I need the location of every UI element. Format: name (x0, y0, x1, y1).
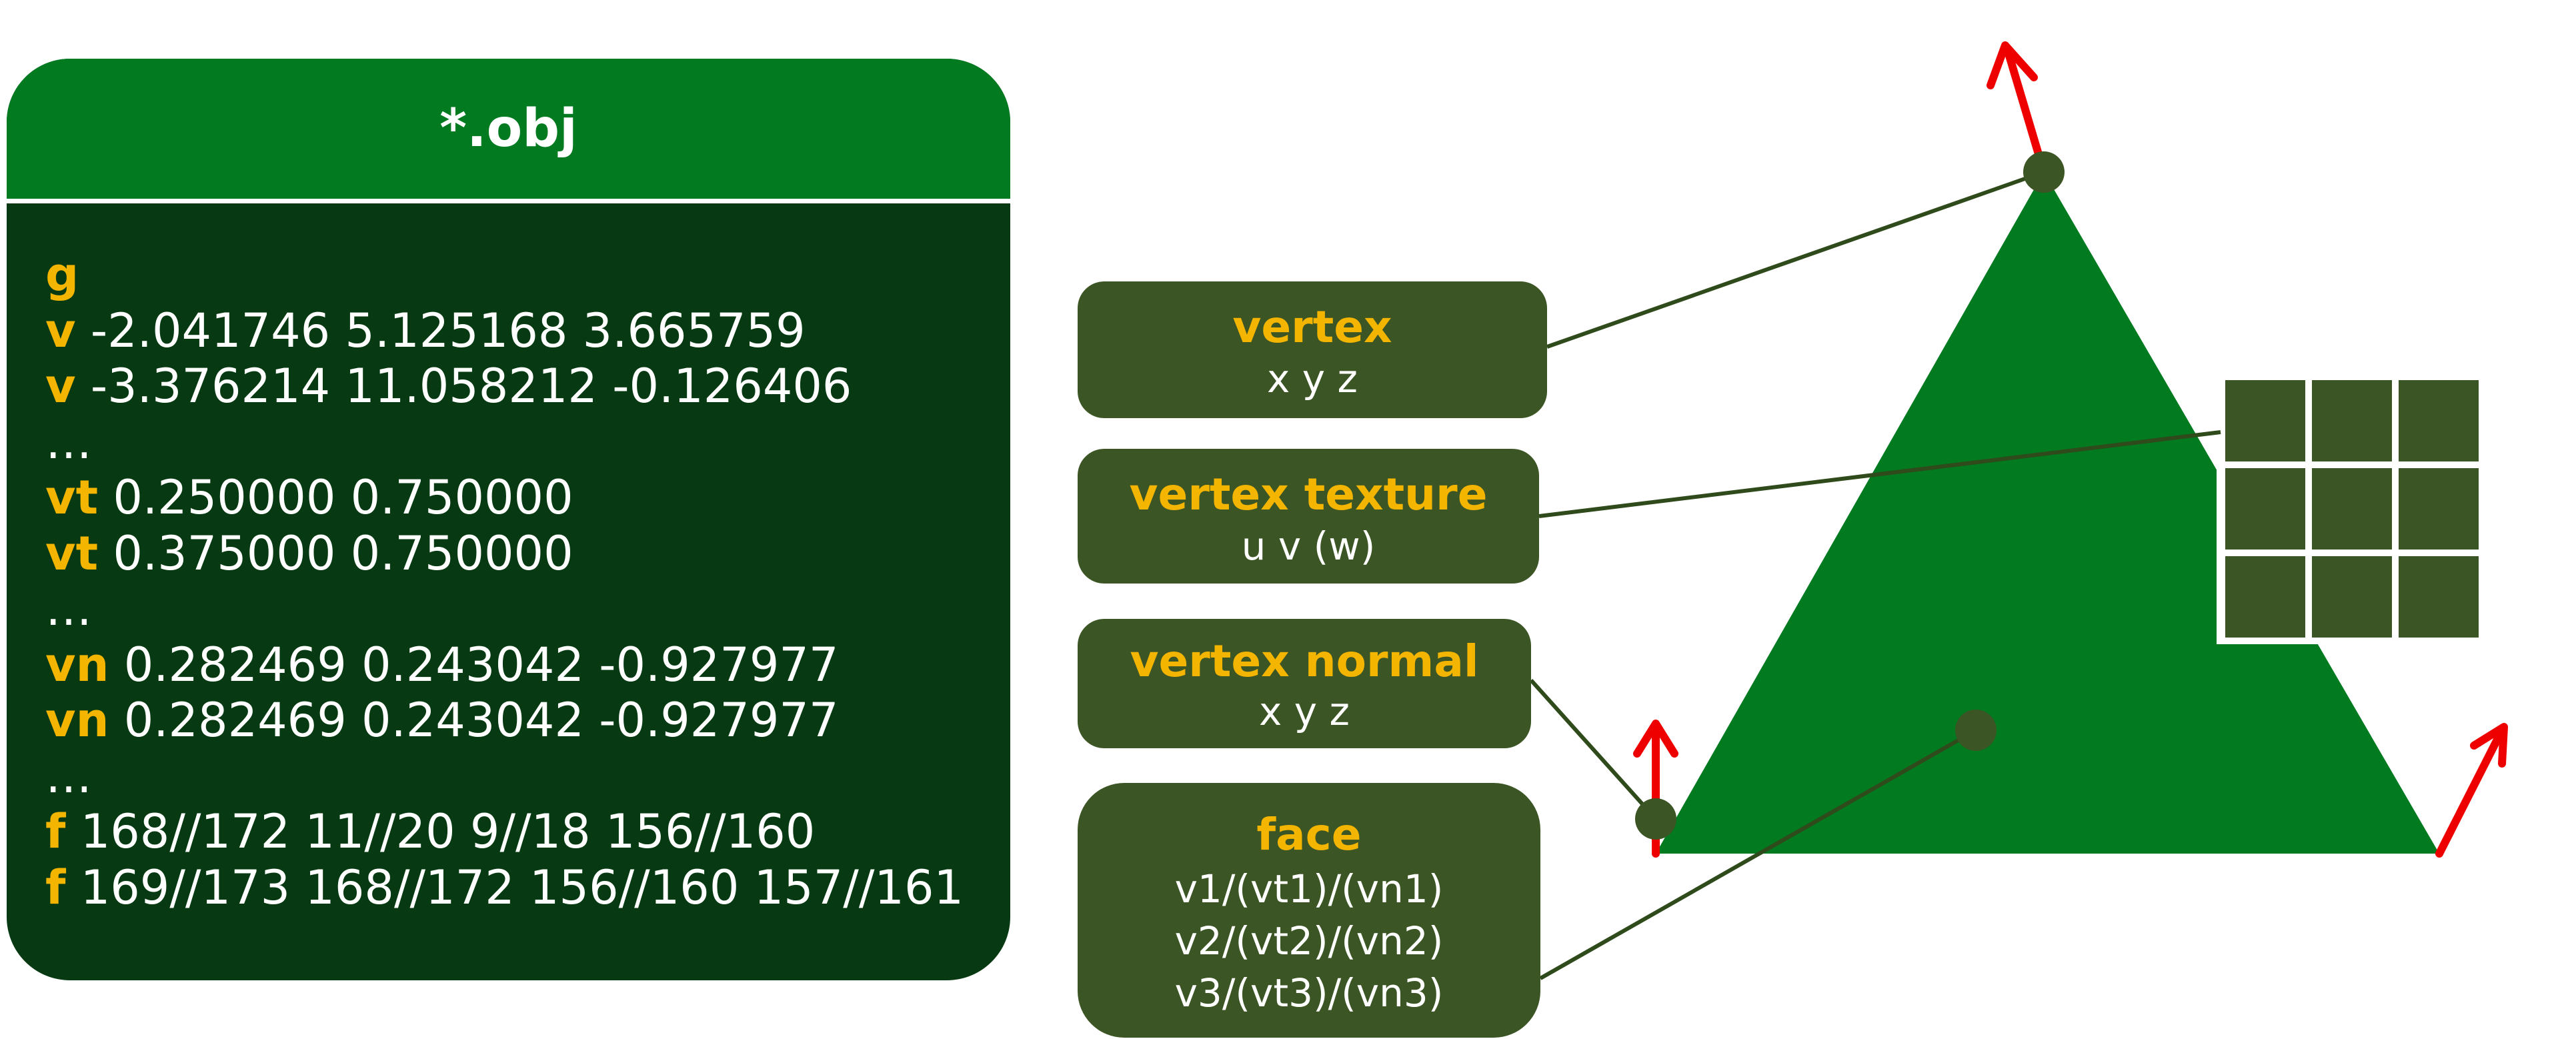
obj-line: f 168//172 11//20 9//18 156//160 (45, 804, 1010, 860)
obj-line: v -3.376214 11.058212 -0.126406 (45, 359, 1010, 415)
obj-line: vt 0.375000 0.750000 (45, 526, 1010, 582)
obj-line-keyword: vt (45, 470, 99, 525)
obj-line-keyword: f (45, 860, 66, 915)
obj-line-value: -2.041746 5.125168 3.665759 (75, 303, 806, 358)
label-face: face v1/(vt1)/(vn1) v2/(vt2)/(vn2) v3/(v… (1078, 783, 1540, 1038)
obj-line: f 169//173 168//172 156//160 157//161 (45, 860, 1010, 916)
obj-line-keyword: f (45, 804, 66, 859)
obj-line-value: 0.375000 0.750000 (98, 526, 573, 581)
obj-line-value: … (45, 414, 92, 469)
obj-line-keyword: vt (45, 526, 99, 581)
connector-vertex-normal (1529, 678, 1658, 821)
obj-line-keyword: g (45, 247, 79, 302)
connector-face (1539, 728, 1977, 980)
obj-line-value: 168//172 11//20 9//18 156//160 (65, 804, 816, 859)
vertex-dot-left (1635, 798, 1676, 840)
label-vertex-normal: vertex normal x y z (1078, 619, 1531, 748)
connector-vertex-texture (1538, 430, 2221, 518)
obj-line-keyword: vn (45, 693, 109, 748)
obj-line: … (45, 582, 1010, 638)
obj-line: g (45, 247, 1010, 303)
obj-line-value: … (45, 748, 92, 804)
label-vertex-texture-sub: u v (w) (1241, 524, 1376, 569)
label-vertex-normal-sub: x y z (1259, 689, 1350, 734)
obj-line-value: -3.376214 11.058212 -0.126406 (75, 359, 852, 413)
vertex-dot-top (2023, 151, 2065, 193)
obj-line: vn 0.282469 0.243042 -0.927977 (45, 693, 1010, 749)
label-face-title: face (1256, 809, 1362, 860)
triangle-face (1656, 172, 2439, 854)
header-divider (7, 199, 1010, 203)
label-face-line: v1/(vt1)/(vn1) (1174, 866, 1444, 912)
obj-line-keyword: v (45, 359, 76, 413)
label-vertex: vertex x y z (1078, 281, 1547, 418)
obj-line-keyword: v (45, 303, 76, 358)
obj-line: … (45, 415, 1010, 471)
face-dot (1955, 710, 1997, 751)
obj-line: … (45, 749, 1010, 805)
obj-line: vt 0.250000 0.750000 (45, 470, 1010, 526)
connector-vertex (1546, 170, 2045, 349)
obj-line-value: 0.250000 0.750000 (98, 470, 573, 525)
obj-line: vn 0.282469 0.243042 -0.927977 (45, 638, 1010, 694)
obj-line: v -2.041746 5.125168 3.665759 (45, 303, 1010, 359)
obj-line-value: … (45, 582, 92, 636)
label-face-line: v3/(vt3)/(vn3) (1174, 970, 1444, 1016)
label-vertex-title: vertex (1232, 301, 1392, 353)
obj-line-value: 0.282469 0.243042 -0.927977 (109, 693, 839, 748)
obj-line-keyword: vn (45, 637, 109, 692)
label-vertex-texture: vertex texture u v (w) (1078, 449, 1539, 584)
obj-line-value: 169//173 168//172 156//160 157//161 (65, 860, 964, 915)
obj-file-header (7, 59, 1010, 199)
normal-arrow-right (2435, 723, 2508, 858)
obj-file-title: *.obj (439, 99, 577, 159)
label-vertex-normal-title: vertex normal (1130, 636, 1479, 687)
label-face-line: v2/(vt2)/(vn2) (1174, 918, 1444, 964)
label-vertex-sub: x y z (1267, 356, 1358, 401)
texture-grid (2217, 377, 2483, 644)
obj-line-value: 0.282469 0.243042 -0.927977 (109, 637, 839, 692)
label-vertex-texture-title: vertex texture (1129, 469, 1488, 520)
